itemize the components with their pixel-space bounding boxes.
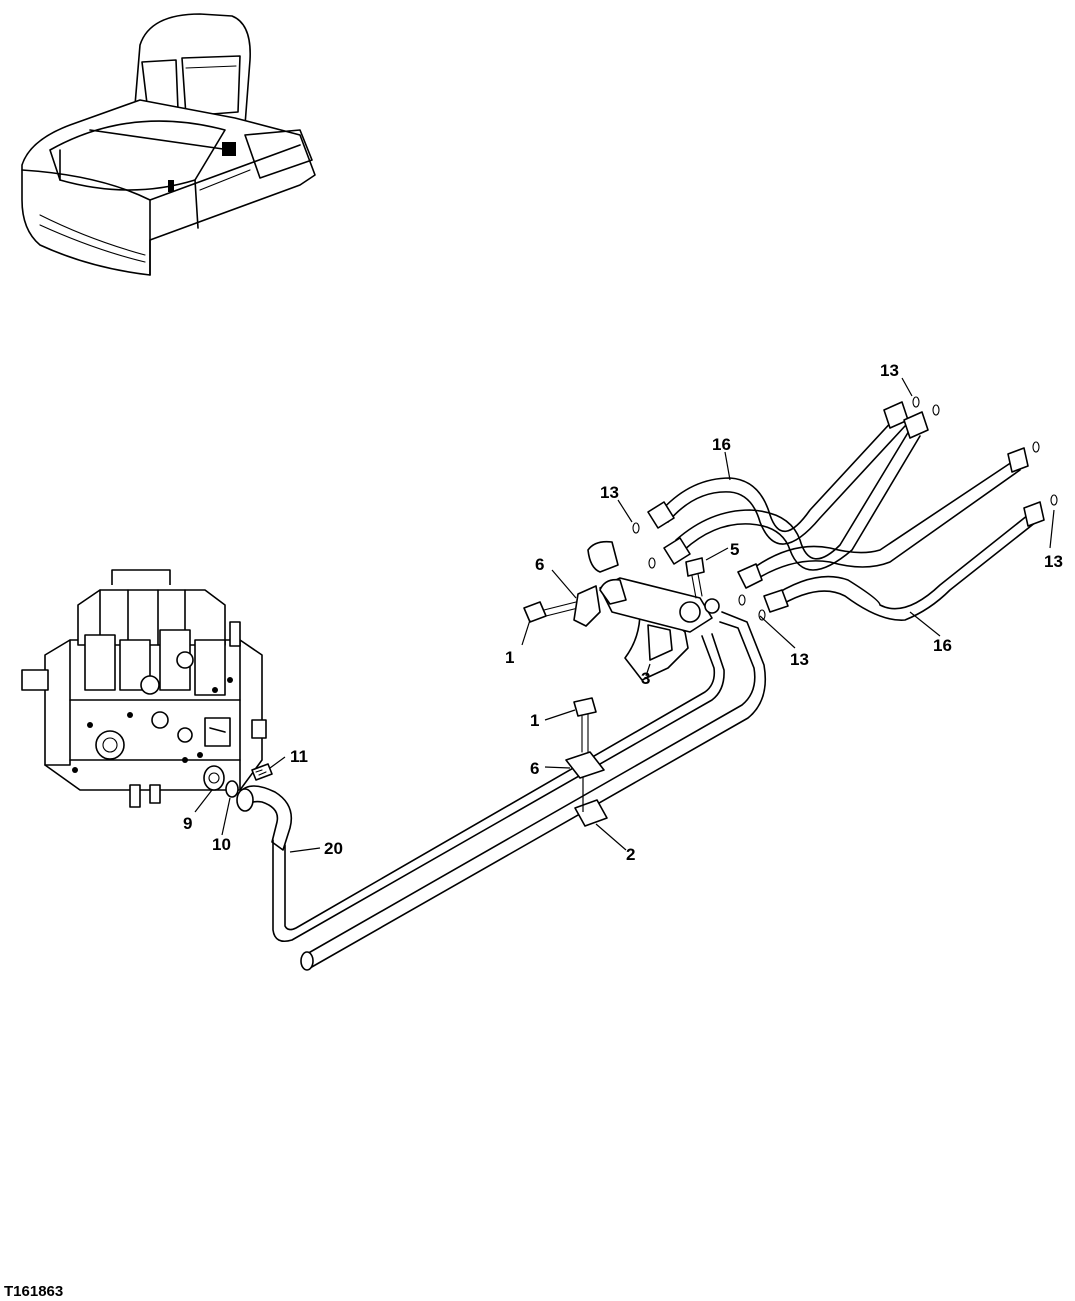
hardware	[523, 557, 705, 779]
figure-id: T161863	[4, 1283, 63, 1300]
callout-9: 9	[183, 814, 192, 833]
callout-6: 6	[535, 555, 544, 574]
callout-13: 13	[600, 483, 619, 502]
callout-13: 13	[1044, 552, 1063, 571]
callout-2: 2	[626, 845, 635, 864]
hoses-16	[632, 396, 1058, 621]
callout-11: 11	[290, 747, 308, 766]
control-valve	[21, 569, 273, 808]
callout-1: 1	[505, 648, 514, 667]
callout-20: 20	[324, 839, 343, 858]
callout-13: 13	[790, 650, 809, 669]
callout-16: 16	[933, 636, 952, 655]
callout-13: 13	[880, 361, 899, 380]
callout-3: 3	[641, 669, 650, 688]
line-20	[236, 611, 767, 971]
excavator-locator-view	[21, 13, 316, 276]
callout-5: 5	[730, 540, 739, 559]
leader-lines	[194, 377, 1055, 853]
callouts: 13 16 13 5 6 13 1 3 13 16 1 11 6 9 10 20…	[183, 361, 1063, 864]
callout-6: 6	[530, 759, 539, 778]
callout-16: 16	[712, 435, 731, 454]
bracket-3	[587, 540, 720, 681]
callout-1: 1	[530, 711, 539, 730]
callout-10: 10	[212, 835, 231, 854]
